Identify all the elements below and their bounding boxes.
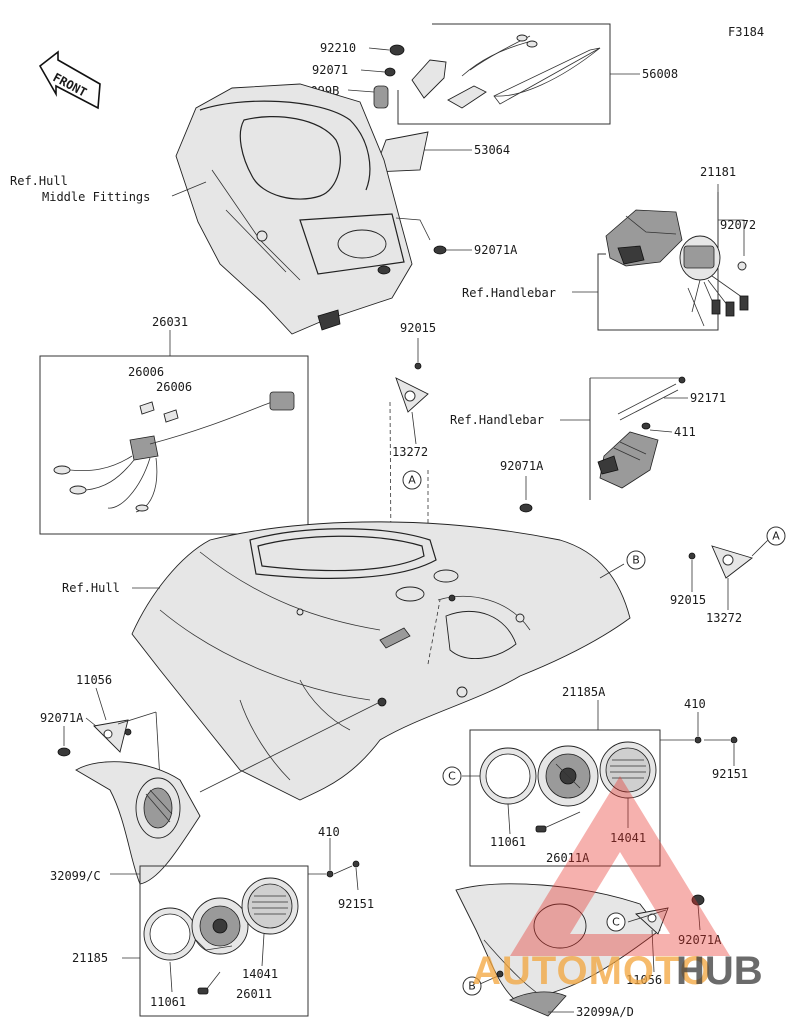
label-11061-left: 11061 [150, 995, 186, 1009]
label-92071a-mid: 92071A [500, 459, 544, 473]
label-92151-right: 92151 [712, 767, 748, 781]
label-92015-right: 92015 [670, 593, 706, 607]
label-21185: 21185 [72, 951, 108, 965]
label-21185a: 21185A [562, 685, 606, 699]
label-92072: 92072 [720, 218, 756, 232]
label-92210: 92210 [320, 41, 356, 55]
watermark-text-primary: AUTOMOTO [472, 949, 712, 993]
label-92071: 92071 [312, 63, 348, 77]
marker-c-right [442, 766, 462, 786]
fastener-92071a-top [433, 245, 472, 255]
label-13272-right: 13272 [706, 611, 742, 625]
marker-a-right [766, 526, 786, 546]
top-fastener-group [347, 44, 405, 109]
left-speaker-cover-group [57, 687, 381, 885]
harness-26031-box [39, 330, 309, 535]
label-92071a-top: 92071A [474, 243, 518, 257]
label-26011a: 26011A [546, 851, 590, 865]
switch-21181-box [572, 184, 749, 331]
ref-hull-middle-line1: Ref.Hull [10, 174, 68, 188]
bracket-13272-right [688, 539, 769, 610]
label-53064: 53064 [474, 143, 510, 157]
label-11056-left: 11056 [76, 673, 112, 687]
fastener-92071a-mid [519, 476, 533, 513]
label-26006-b: 26006 [156, 380, 192, 394]
label-92071a-br: 92071A [678, 933, 722, 947]
label-21181: 21181 [700, 165, 736, 179]
middle-fittings-housing [171, 83, 431, 335]
hull-deck [131, 521, 631, 801]
ref-hull: Ref.Hull [62, 581, 120, 595]
label-14041-right: 14041 [610, 831, 646, 845]
marker-c-right-label: C [448, 770, 456, 783]
label-92071a-left: 92071A [40, 711, 84, 725]
panel-53064 [373, 131, 472, 173]
speaker-kit-21185-box [122, 838, 360, 1017]
label-13272-top: 13272 [392, 445, 428, 459]
ref-handlebar-mid: Ref.Handlebar [450, 413, 544, 427]
marker-b-mid-label: B [632, 554, 640, 567]
marker-b-bottom-label: B [468, 980, 476, 993]
label-14041-left: 14041 [242, 967, 278, 981]
marker-b-bottom [462, 976, 482, 996]
watermark-logo: AUTOMOTO HUB [472, 776, 763, 993]
handlebar-mid-group [560, 376, 688, 500]
marker-b-mid [626, 550, 646, 570]
ref-hull-middle-line2: Middle Fittings [42, 190, 150, 204]
ref-handlebar-top: Ref.Handlebar [462, 286, 556, 300]
label-92171: 92171 [690, 391, 726, 405]
speaker-kit-21185a-box [462, 700, 738, 867]
label-56008: 56008 [642, 67, 678, 81]
label-26031: 26031 [152, 315, 188, 329]
label-92015-top: 92015 [400, 321, 436, 335]
front-arrow-icon: FRONT [38, 50, 101, 110]
right-speaker-cover-group [455, 883, 705, 1017]
label-11056-br: 11056 [626, 973, 662, 987]
watermark-text-secondary: HUB [676, 949, 763, 993]
marker-a-top-label: A [408, 474, 416, 487]
marker-a-right-label: A [772, 530, 780, 543]
figure-id: F3184 [728, 25, 764, 39]
marker-c-bottom-label: C [612, 916, 620, 929]
label-410-right: 410 [684, 697, 706, 711]
label-411: 411 [674, 425, 696, 439]
kit-56008-box [397, 23, 640, 125]
label-92151-left: 92151 [338, 897, 374, 911]
label-26006-a: 26006 [128, 365, 164, 379]
label-32099c: 32099/C [50, 869, 101, 883]
marker-c-bottom [606, 912, 626, 932]
label-11061-right: 11061 [490, 835, 526, 849]
marker-a-top [402, 470, 422, 490]
label-32099ad: 32099A/D [576, 1005, 634, 1019]
label-410-left: 410 [318, 825, 340, 839]
label-26011: 26011 [236, 987, 272, 1001]
